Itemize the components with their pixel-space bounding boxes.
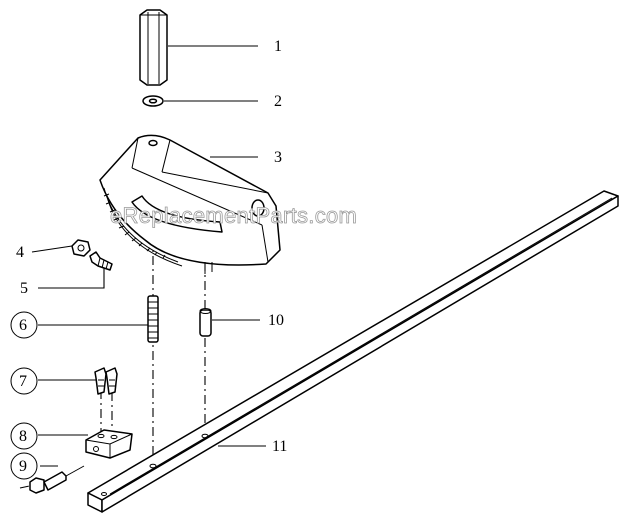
callout-9: 9	[19, 458, 27, 475]
callout-3: 3	[274, 149, 282, 166]
part-7-screws	[94, 367, 118, 395]
leader-lines	[31, 45, 266, 467]
part-4-hex-nut	[71, 239, 91, 257]
leader-4	[31, 245, 73, 253]
part-6-threaded-stud	[147, 295, 159, 343]
callout-labels: 1 2 3 4 5 6 7 8 9 10 11	[16, 38, 287, 475]
callout-10: 10	[268, 312, 284, 329]
assembly-centerlines	[19, 142, 206, 489]
part-3-miter-head	[99, 134, 281, 274]
callout-6: 6	[19, 317, 27, 334]
part-9-locking-pin	[29, 465, 85, 494]
part-1-hex-knob	[139, 9, 168, 86]
part-2-washer	[142, 95, 164, 107]
callout-8: 8	[19, 428, 27, 445]
callout-circles	[10, 311, 38, 480]
callout-4: 4	[16, 244, 24, 261]
callout-circle-8	[10, 422, 38, 450]
callout-7: 7	[19, 373, 27, 390]
part-11-guide-bar	[87, 190, 619, 513]
callout-2: 2	[274, 93, 282, 110]
centerline-pin	[19, 484, 35, 489]
part-10-pin	[199, 308, 212, 337]
part-5-screw	[89, 251, 113, 271]
callout-circle-6	[10, 311, 38, 339]
part-8-block	[85, 429, 133, 459]
callout-5: 5	[20, 280, 28, 297]
watermark-text: eReplacementParts.com	[110, 203, 357, 228]
callout-11: 11	[272, 438, 287, 455]
callout-circle-7	[10, 367, 38, 395]
leader-5	[38, 268, 105, 289]
callout-circle-9	[10, 452, 38, 480]
callout-1: 1	[274, 38, 282, 55]
